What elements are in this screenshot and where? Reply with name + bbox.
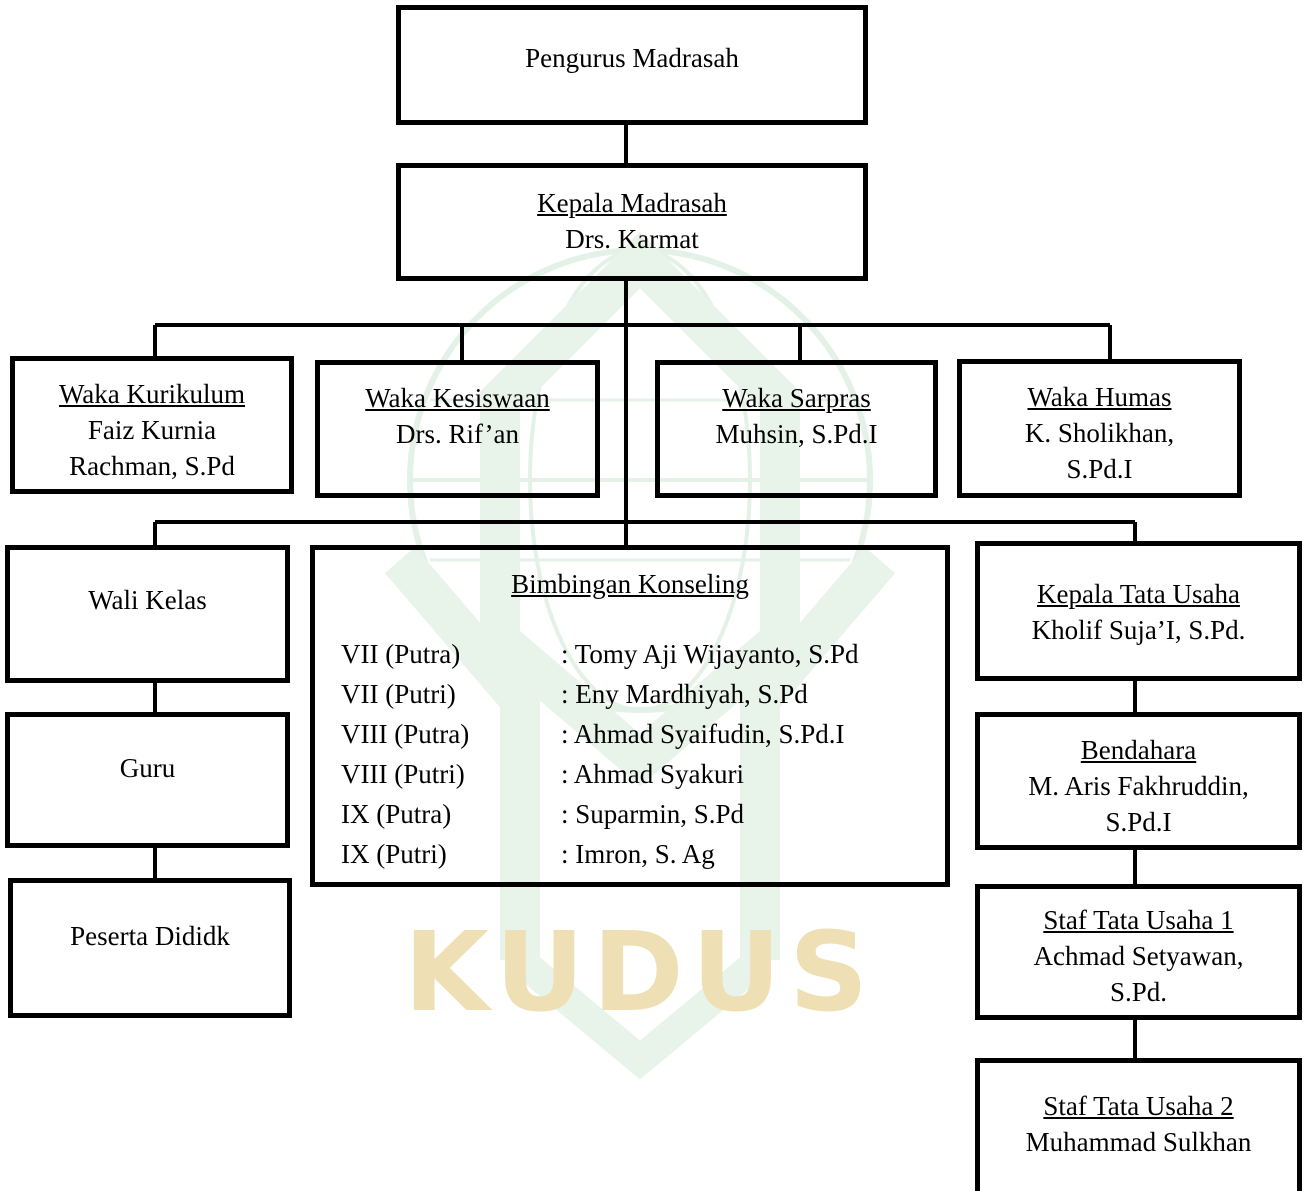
staf2-title: Staf Tata Usaha 2 [1043,1091,1234,1121]
bendahara-title: Bendahara [1080,735,1197,765]
box-waka-humas: Waka Humas K. Sholikhan, S.Pd.I [957,359,1242,498]
box-staf-tata-usaha-2: Staf Tata Usaha 2 Muhammad Sulkhan [975,1058,1302,1191]
kepala-name: Drs. Karmat [565,224,699,254]
peserta-title: Peserta Dididk [70,921,230,951]
bk-title: Bimbingan Konseling [511,569,749,599]
kepala-tu-title: Kepala Tata Usaha [1036,579,1240,609]
bk-class: IX (Putra) [341,799,452,829]
kepala-title: Kepala Madrasah [537,188,727,218]
waka-kurikulum-name-1: Faiz Kurnia [87,415,217,445]
box-pengurus: Pengurus Madrasah [396,5,868,125]
bk-person: : Tomy Aji Wijayanto, S.Pd [561,639,859,669]
bk-class: VII (Putra) [341,639,461,669]
box-waka-sarpras: Waka Sarpras Muhsin, S.Pd.I [655,360,938,498]
waka-humas-name-2: S.Pd.I [1066,454,1133,484]
wali-kelas-title: Wali Kelas [88,585,207,615]
waka-sarpras-name: Muhsin, S.Pd.I [715,419,878,449]
bk-person: : Suparmin, S.Pd [561,799,745,829]
bk-person: : Ahmad Syakuri [561,759,744,789]
box-guru: Guru [5,712,290,848]
bk-row: VIII (Putri) : Ahmad Syakuri [341,754,859,794]
box-staf-tata-usaha-1: Staf Tata Usaha 1 Achmad Setyawan, S.Pd. [975,884,1302,1020]
waka-kurikulum-title: Waka Kurikulum [58,379,246,409]
waka-humas-name-1: K. Sholikhan, [1024,418,1175,448]
kepala-tu-name: Kholif Suja’I, S.Pd. [1031,615,1246,645]
waka-kurikulum-name-2: Rachman, S.Pd [69,451,235,481]
waka-kesiswaan-title: Waka Kesiswaan [365,383,550,413]
waka-kesiswaan-name: Drs. Rif’an [396,419,519,449]
bk-table: VII (Putra) : Tomy Aji Wijayanto, S.Pd VI… [341,634,859,874]
staf1-name-2: S.Pd. [1109,977,1168,1007]
waka-sarpras-title: Waka Sarpras [722,383,871,413]
staf2-name: Muhammad Sulkhan [1025,1127,1252,1157]
box-waka-kurikulum: Waka Kurikulum Faiz Kurnia Rachman, S.Pd [10,356,294,494]
bk-person: : Imron, S. Ag [561,839,715,869]
bk-class: IX (Putri) [341,839,447,869]
bendahara-name-1: M. Aris Fakhruddin, [1028,771,1249,801]
guru-title: Guru [119,753,176,783]
bk-class: VIII (Putri) [341,759,465,789]
bk-row: VII (Putra) : Tomy Aji Wijayanto, S.Pd [341,634,859,674]
staf1-title: Staf Tata Usaha 1 [1043,905,1234,935]
watermark-text: KUDUS [404,908,876,1036]
bk-person: : Ahmad Syaifudin, S.Pd.I [561,719,845,749]
bk-row: VII (Putri) : Eny Mardhiyah, S.Pd [341,674,859,714]
bk-row: VIII (Putra) : Ahmad Syaifudin, S.Pd.I [341,714,859,754]
box-peserta-didik: Peserta Dididk [8,878,292,1018]
box-kepala-madrasah: Kepala Madrasah Drs. Karmat [396,163,868,281]
pengurus-title: Pengurus Madrasah [525,43,739,73]
bk-class: VII (Putri) [341,679,456,709]
box-kepala-tata-usaha: Kepala Tata Usaha Kholif Suja’I, S.Pd. [975,541,1302,681]
box-wali-kelas: Wali Kelas [5,545,290,683]
waka-humas-title: Waka Humas [1027,382,1172,412]
bk-class: VIII (Putra) [341,719,470,749]
box-bendahara: Bendahara M. Aris Fakhruddin, S.Pd.I [975,712,1302,850]
bk-person: : Eny Mardhiyah, S.Pd [561,679,808,709]
bendahara-name-2: S.Pd.I [1105,807,1172,837]
box-bimbingan-konseling: Bimbingan Konseling VII (Putra) : Tomy Aj… [310,545,950,887]
bk-row: IX (Putri) : Imron, S. Ag [341,834,859,874]
staf1-name-1: Achmad Setyawan, [1033,941,1244,971]
box-waka-kesiswaan: Waka Kesiswaan Drs. Rif’an [315,360,600,498]
bk-row: IX (Putra) : Suparmin, S.Pd [341,794,859,834]
watermark-star-shape [480,231,800,787]
